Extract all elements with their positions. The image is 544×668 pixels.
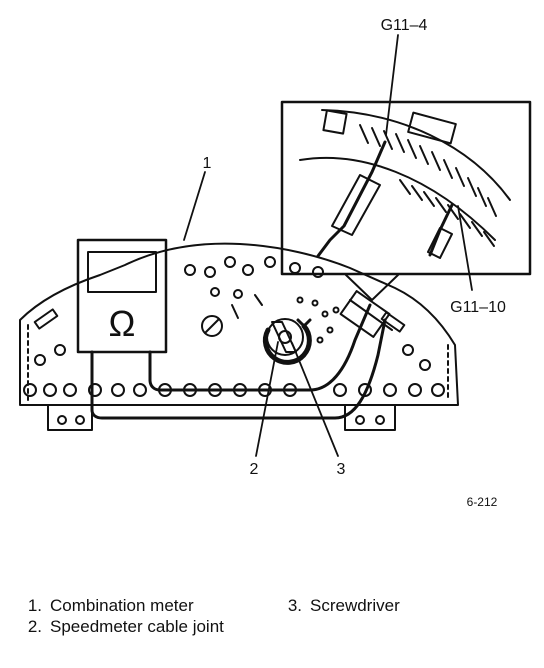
legend-item-2: 2. Speedmeter cable joint [18, 616, 248, 637]
ohmmeter-icon: Ω [76, 238, 168, 354]
legend-number: 2. [27, 617, 42, 636]
legend-item-3: 3. Screwdriver [278, 595, 400, 616]
mounting-screw-icon [201, 315, 223, 337]
legend-number: 1. [27, 596, 42, 615]
callout-1: 1 [203, 155, 212, 172]
legend-number: 3. [287, 596, 302, 615]
figure-code: 6-212 [467, 495, 498, 509]
magnified-connector-inset [280, 100, 532, 301]
test-leads [90, 303, 387, 420]
leader-lines [183, 34, 473, 457]
legend-item-1: 1. Combination meter [18, 595, 194, 616]
combination-meter-diagram: Ω [19, 17, 532, 509]
ohm-symbol: Ω [109, 303, 136, 344]
callout-g11-4: G11–4 [381, 17, 428, 34]
combination-meter-housing [19, 242, 459, 431]
test-probe-icon [316, 140, 454, 259]
callout-g11-10: G11–10 [450, 299, 506, 316]
callout-2: 2 [250, 461, 259, 478]
screwdriver-icon [271, 321, 297, 353]
inset-connector-teeth [322, 109, 497, 247]
speedometer-cable-joint [262, 318, 312, 365]
legend-text: Speedmeter cable joint [50, 617, 224, 636]
legend-text: Combination meter [50, 596, 194, 615]
callout-3: 3 [337, 461, 346, 478]
legend-text: Screwdriver [310, 596, 400, 615]
